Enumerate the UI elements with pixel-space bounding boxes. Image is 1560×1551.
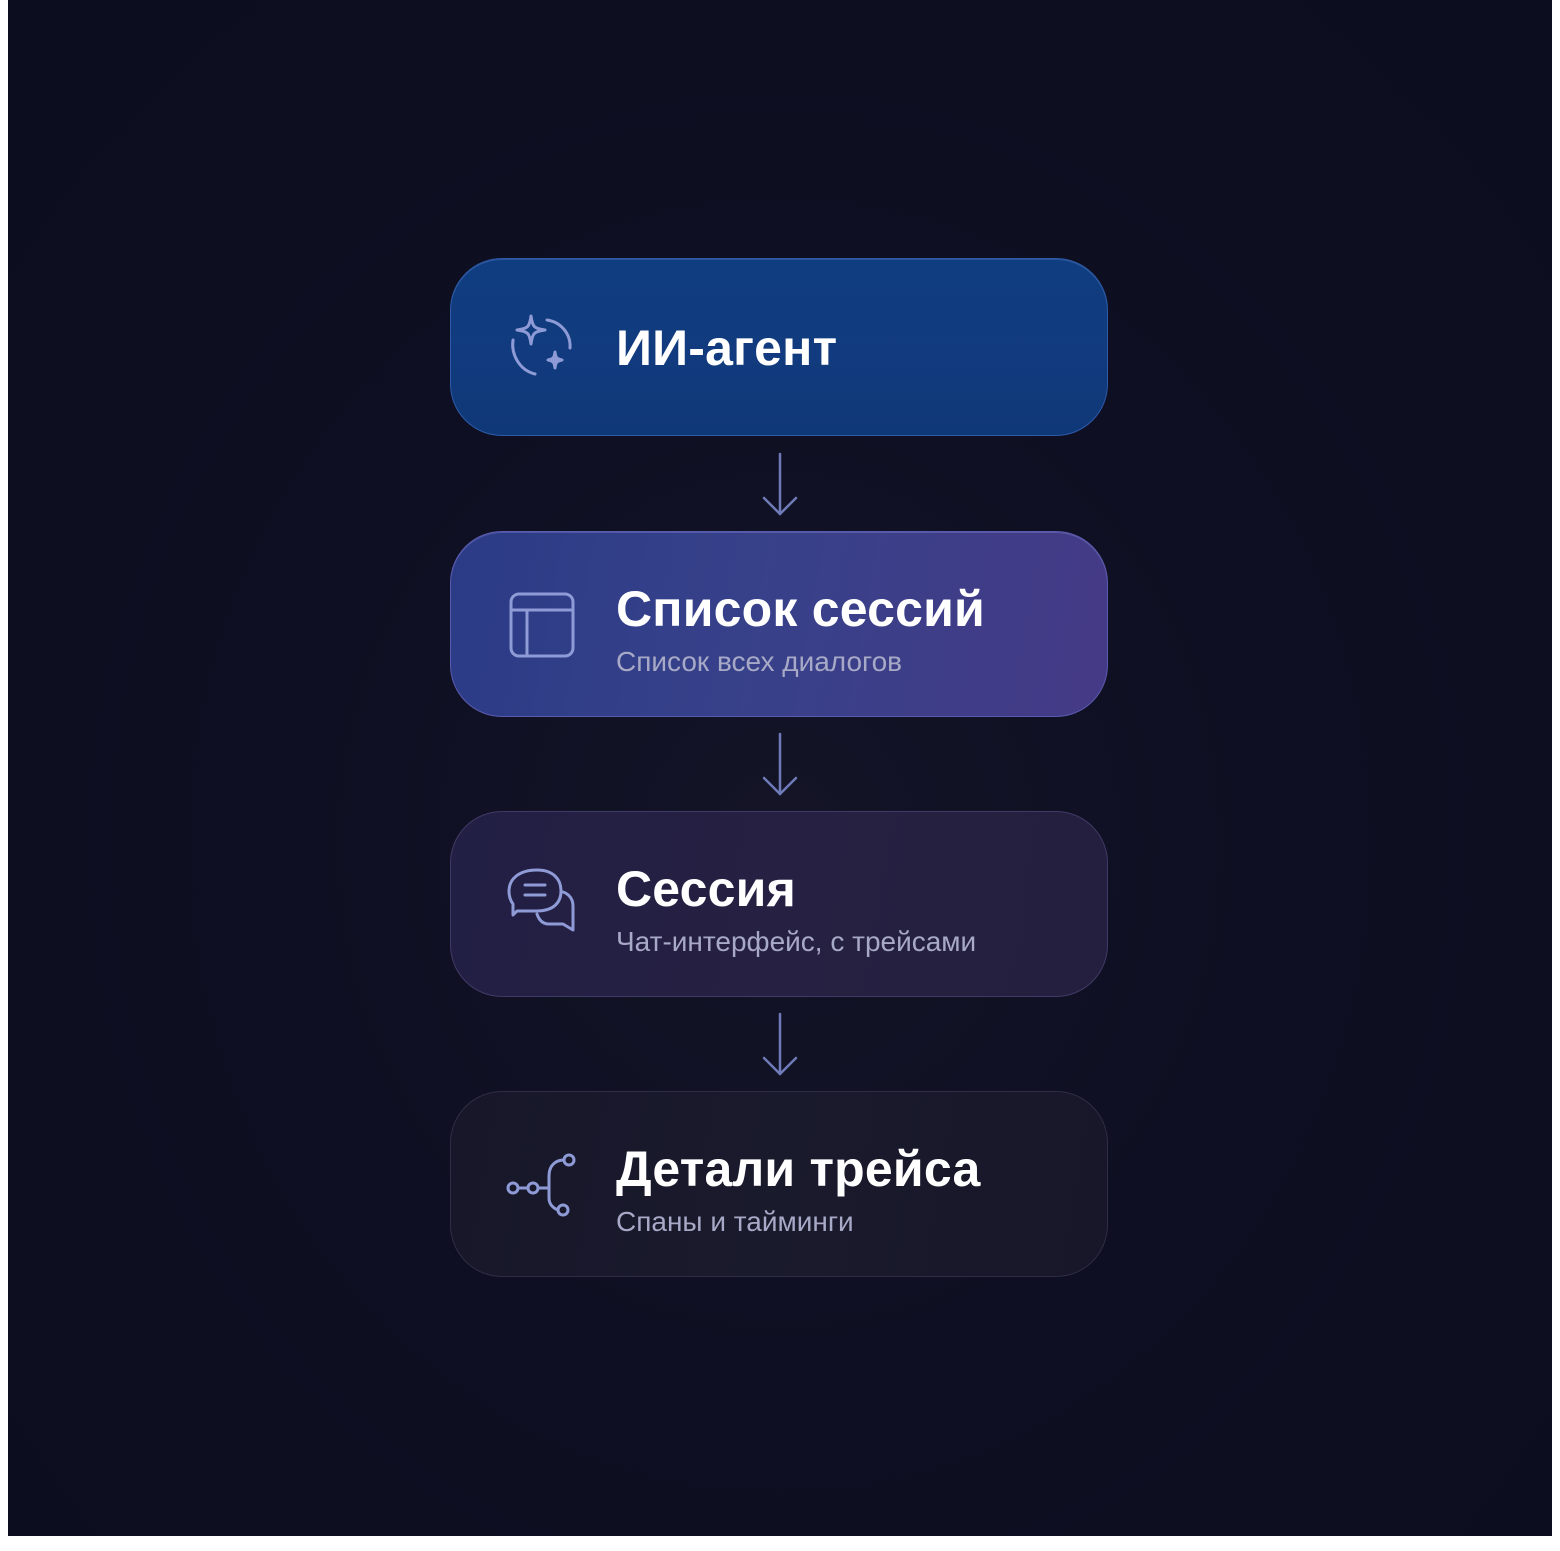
sparkle-refresh-icon xyxy=(503,310,579,386)
chat-bubbles-icon xyxy=(503,864,579,940)
arrow-down-icon xyxy=(750,1010,810,1080)
step-title: Сессия xyxy=(616,861,796,917)
arrow-down-icon xyxy=(750,450,810,520)
step-subtitle: Список всех диалогов xyxy=(616,646,903,677)
step-card-session[interactable]: Сессия Чат-интерфейс, с трейсами xyxy=(450,811,1108,997)
step-title: ИИ-агент xyxy=(616,320,838,376)
step-subtitle: Чат-интерфейс, с трейсами xyxy=(616,926,977,957)
flow-diagram: ИИ-агент Список сессий Список всех диало… xyxy=(8,0,1552,1536)
arrow-down-icon xyxy=(750,730,810,800)
step-title: Детали трейса xyxy=(616,1141,981,1197)
step-subtitle: Спаны и тайминги xyxy=(616,1206,854,1237)
table-layout-icon xyxy=(503,588,579,664)
step-title: Список сессий xyxy=(616,581,985,637)
step-card-trace-details[interactable]: Детали трейса Спаны и тайминги xyxy=(450,1091,1108,1277)
trace-graph-icon xyxy=(503,1148,579,1224)
step-card-ai-agent[interactable]: ИИ-агент xyxy=(450,258,1108,436)
step-card-session-list[interactable]: Список сессий Список всех диалогов xyxy=(450,531,1108,717)
